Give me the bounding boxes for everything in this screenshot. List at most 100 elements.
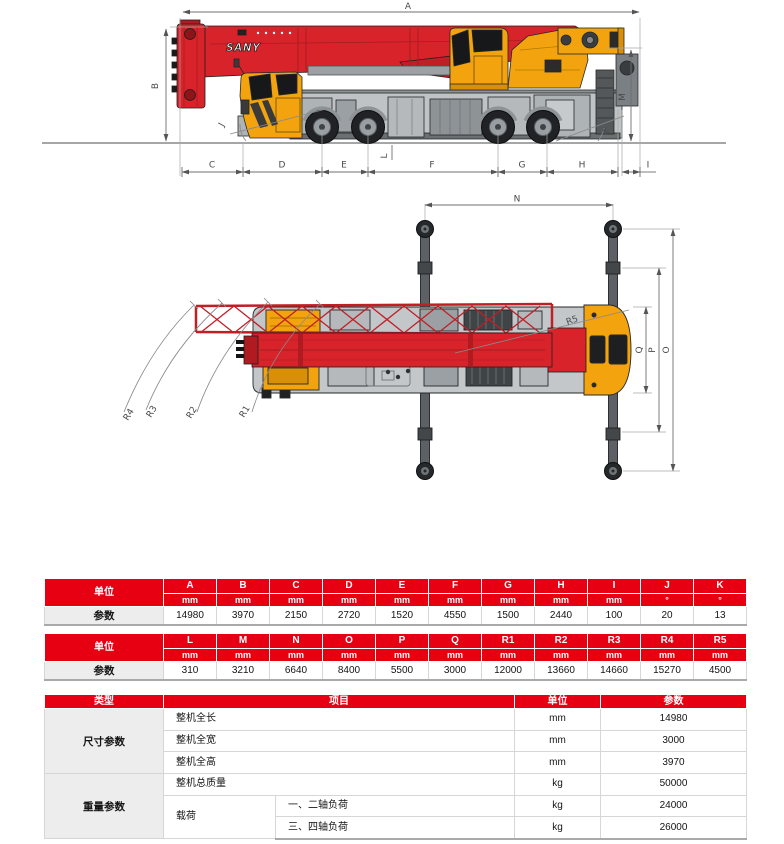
dim-value-cell: 14980 [163, 606, 217, 626]
dim-value-cell: 5500 [375, 661, 429, 681]
spec-value-cell: 24000 [600, 794, 747, 818]
dim-name-cell: B [216, 578, 270, 594]
dim-value-cell: 15270 [640, 661, 694, 681]
dim-unit-cell: mm [534, 648, 588, 662]
dim-value-cell: 2720 [322, 606, 376, 626]
header-unit-cell: 单位 [514, 694, 601, 709]
dim-unit-cell: mm [587, 593, 641, 607]
dim-name-cell: R5 [693, 633, 747, 649]
dim-value-cell: 13 [693, 606, 747, 626]
dim-name-cell: R3 [587, 633, 641, 649]
dim-value-cell: 4500 [693, 661, 747, 681]
spec-value-cell: 14980 [600, 708, 747, 731]
dim-name-cell: P [375, 633, 429, 649]
dim-label-a: A [405, 2, 412, 12]
dim-unit-cell: mm [428, 648, 482, 662]
dim-label-b: B [151, 83, 161, 89]
dim-unit-cell: mm [322, 648, 376, 662]
spec-unit-cell: mm [514, 729, 601, 753]
dim-name-cell: C [269, 578, 323, 594]
dim-label-k: K [601, 126, 612, 138]
dimension-diagrams: SANY [42, 2, 726, 480]
dim-name-cell: E [375, 578, 429, 594]
spec-value-cell: 3970 [600, 751, 747, 775]
dim-name-cell: G [481, 578, 535, 594]
dim-unit-cell: mm [163, 648, 217, 662]
dim-label-r1: R1 [238, 404, 253, 419]
dim-value-cell: 3210 [216, 661, 270, 681]
spec-unit-cell: kg [514, 816, 601, 840]
corner-header-cell: 单位 [44, 578, 164, 607]
dim-value-cell: 2440 [534, 606, 588, 626]
spec-unit-cell: kg [514, 794, 601, 818]
dim-name-cell: H [534, 578, 588, 594]
outrigger-pads [416, 220, 622, 480]
dim-name-cell: D [322, 578, 376, 594]
dim-name-cell: I [587, 578, 641, 594]
load-label-cell: 载荷 [163, 794, 276, 840]
dim-unit-cell: mm [534, 593, 588, 607]
wheel [526, 110, 560, 144]
dimension-table-1: 单位 A B C D E F G H I J K mm mm mm mm mm … [44, 578, 747, 626]
dim-value-cell: 3000 [428, 661, 482, 681]
dim-label-r4: R4 [122, 407, 137, 423]
turning-radius-lines [123, 297, 325, 413]
dim-chain-bottom [181, 167, 656, 177]
dim-unit-cell: mm [587, 648, 641, 662]
corner-header-cell: 单位 [44, 633, 164, 662]
front-cab-top [583, 304, 632, 396]
wheel [351, 110, 385, 144]
dim-label-m: M [618, 93, 628, 101]
dim-unit-cell: mm [216, 648, 270, 662]
dim-unit-cell: ° [640, 593, 694, 607]
spec-value-cell: 26000 [600, 816, 747, 840]
spec-item-cell: 整机全宽 [163, 729, 515, 753]
top-boom [236, 327, 587, 373]
wheel [481, 110, 515, 144]
header-item-cell: 项目 [163, 694, 515, 709]
side-view-diagram: SANY [42, 2, 726, 177]
dim-label-h: H [579, 161, 586, 171]
dim-name-cell: A [163, 578, 217, 594]
overall-spec-table: 类型 项目 单位 参数 尺寸参数 整机全长 mm 14980 整机全宽 mm 3… [44, 694, 747, 840]
dim-value-cell: 3970 [216, 606, 270, 626]
spec-item-cell: 整机全高 [163, 751, 515, 775]
dim-unit-cell: mm [481, 593, 535, 607]
dim-unit-cell: mm [375, 593, 429, 607]
dim-label-g: G [519, 161, 526, 171]
dim-label-d: D [279, 161, 286, 171]
dim-label-p: P [648, 347, 658, 353]
dim-unit-cell: mm [322, 593, 376, 607]
dim-value-cell: 14660 [587, 661, 641, 681]
operator-cab [449, 27, 625, 91]
dim-value-cell: 20 [640, 606, 694, 626]
dim-name-cell: N [269, 633, 323, 649]
row-label-cell: 参数 [44, 661, 164, 681]
dim-value-cell: 2150 [269, 606, 323, 626]
dim-value-cell: 4550 [428, 606, 482, 626]
boom-head [171, 19, 206, 109]
dim-name-cell: F [428, 578, 482, 594]
dim-value-cell: 310 [163, 661, 217, 681]
spec-unit-cell: mm [514, 751, 601, 775]
dim-label-n: N [514, 195, 521, 205]
spec-item-cell: 整机全长 [163, 708, 515, 731]
dim-value-cell: 100 [587, 606, 641, 626]
header-type-cell: 类型 [44, 694, 164, 709]
dim-unit-cell: ° [693, 593, 747, 607]
brand-logo: SANY [226, 42, 261, 54]
dim-unit-cell: mm [428, 593, 482, 607]
spec-item-cell: 三、四轴负荷 [275, 816, 515, 840]
header-value-cell: 参数 [600, 694, 747, 709]
dim-value-cell: 12000 [481, 661, 535, 681]
dim-unit-cell: mm [693, 648, 747, 662]
group-label-weight: 重量参数 [44, 773, 164, 840]
telescopic-cylinder [307, 65, 455, 76]
dim-name-cell: O [322, 633, 376, 649]
dim-unit-cell: mm [216, 593, 270, 607]
group-label-size: 尺寸参数 [44, 707, 164, 775]
angle-line-J [229, 107, 331, 135]
wheels [302, 106, 563, 144]
mirror-icon [233, 58, 240, 68]
dim-unit-cell: mm [375, 648, 429, 662]
